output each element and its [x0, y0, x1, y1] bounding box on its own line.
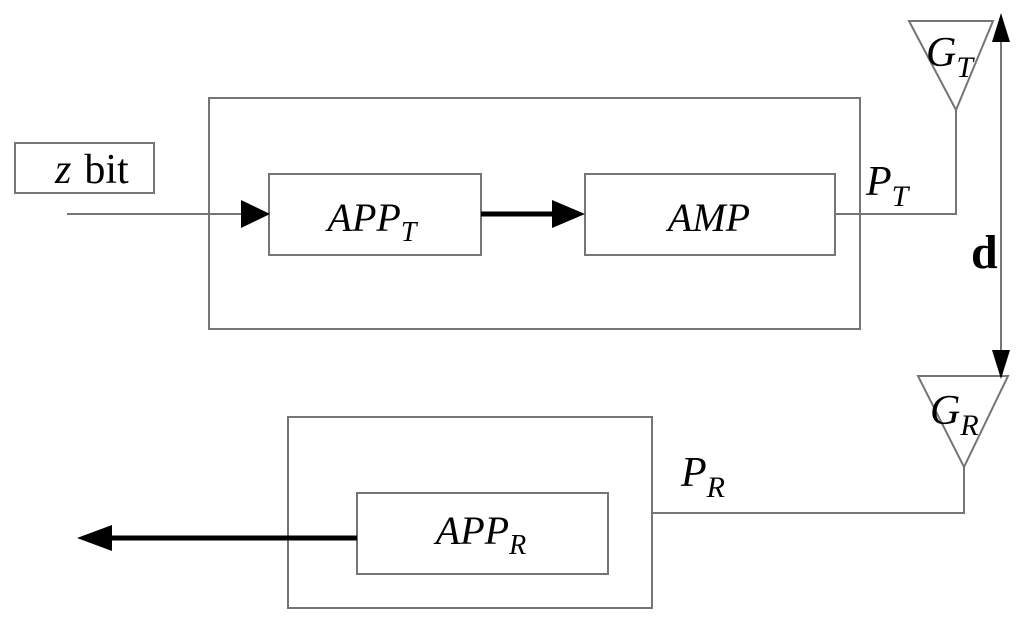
thin-lines-group	[14, 20, 1010, 609]
g-t-label: GT	[926, 30, 975, 84]
receive-antenna-icon	[916, 375, 1010, 470]
app-t-label: APPT	[325, 195, 419, 248]
z-bit-box	[14, 142, 155, 194]
app-t-to-amp-arrowhead-icon	[552, 200, 585, 228]
distance-down-arrowhead-icon	[992, 350, 1010, 379]
amp-to-antenna-wire	[835, 110, 957, 215]
input-arrowhead-icon	[241, 200, 270, 228]
distance-label: d	[971, 226, 998, 279]
app-r-box	[356, 492, 609, 575]
p-t-label: PT	[865, 159, 911, 213]
arrowheads-group	[77, 13, 1010, 551]
thick-arrow-lines-group	[110, 211, 553, 541]
g-r-label: GR	[930, 388, 979, 442]
transmit-antenna-icon	[907, 20, 995, 113]
distance-up-arrowhead-icon	[992, 13, 1010, 42]
amp-label: AMP	[665, 195, 750, 240]
antenna-to-receiver-wire	[652, 467, 965, 514]
p-r-label: PR	[680, 450, 725, 504]
app-r-label: APPR	[433, 508, 526, 561]
output-arrowhead-icon	[77, 525, 112, 551]
